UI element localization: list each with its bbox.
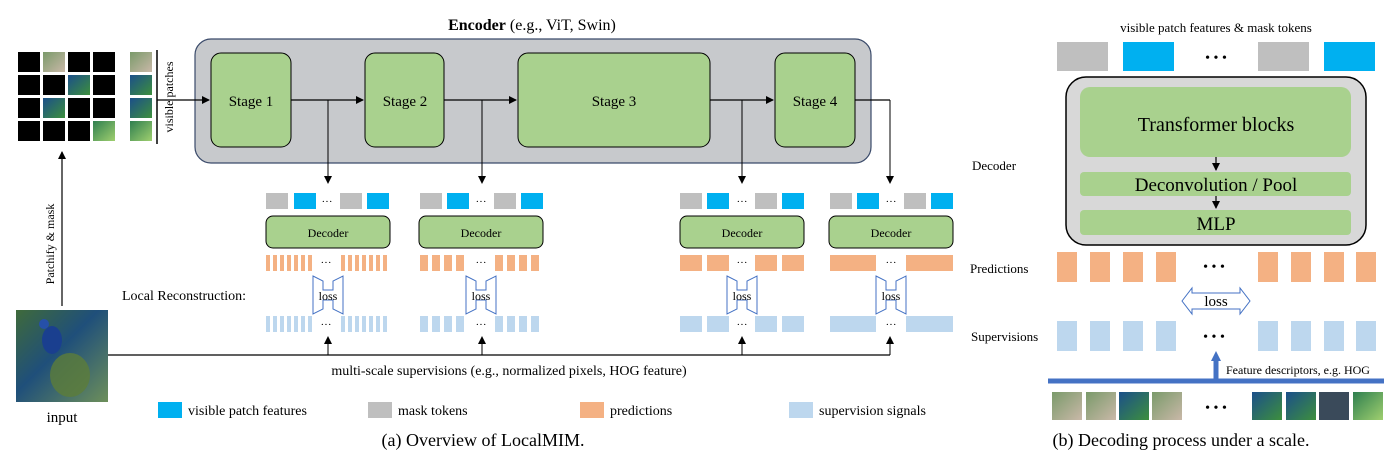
svg-text:loss: loss bbox=[319, 289, 338, 303]
svg-text:loss: loss bbox=[472, 289, 491, 303]
svg-text:···: ··· bbox=[476, 257, 487, 269]
decoder-column-3: ··· Decoder ··· loss ··· bbox=[679, 193, 805, 332]
svg-text:Decoder: Decoder bbox=[461, 226, 502, 240]
image-patches-row: • • • bbox=[1052, 392, 1383, 420]
stage-4-label: Stage 4 bbox=[793, 94, 838, 110]
deconvolution-pool bbox=[1080, 172, 1351, 196]
svg-text:predictions: predictions bbox=[610, 404, 672, 419]
stage-1-label: Stage 1 bbox=[229, 94, 274, 110]
supervision-caption: multi-scale supervisions (e.g., normaliz… bbox=[331, 364, 687, 379]
svg-text:Decoder: Decoder bbox=[871, 226, 912, 240]
svg-text:···: ··· bbox=[322, 196, 333, 208]
svg-text:···: ··· bbox=[476, 319, 487, 331]
svg-text:···: ··· bbox=[321, 319, 332, 331]
svg-text:···: ··· bbox=[886, 257, 897, 269]
svg-text:• • •: • • • bbox=[1205, 401, 1227, 416]
top-tokens-label: visible patch features & mask tokens bbox=[1120, 20, 1312, 35]
local-reconstruction-label: Local Reconstruction: bbox=[122, 289, 246, 304]
svg-text:···: ··· bbox=[737, 319, 748, 331]
svg-text:···: ··· bbox=[886, 196, 897, 208]
decoder-box-2 bbox=[418, 215, 544, 249]
supervisions-side-label: Supervisions bbox=[971, 329, 1038, 344]
masked-image-grid bbox=[18, 52, 115, 141]
loss-double-arrow bbox=[1181, 286, 1251, 316]
svg-text:supervision signals: supervision signals bbox=[819, 404, 926, 419]
encoder-title: Encoder (e.g., ViT, Swin) bbox=[448, 17, 616, 34]
decoder-box-3 bbox=[679, 215, 805, 249]
mlp-block bbox=[1080, 210, 1351, 235]
caption-a: (a) Overview of LocalMIM. bbox=[382, 430, 585, 451]
svg-text:visible patch features: visible patch features bbox=[188, 404, 307, 419]
svg-text:loss: loss bbox=[733, 289, 752, 303]
legend: visible patch features mask tokens predi… bbox=[158, 402, 926, 419]
feature-descriptor-label: Feature descriptors, e.g. HOG bbox=[1226, 363, 1370, 377]
svg-text:• • •: • • • bbox=[1203, 260, 1225, 275]
svg-text:Decoder: Decoder bbox=[308, 226, 349, 240]
svg-text:Decoder: Decoder bbox=[722, 226, 763, 240]
svg-text:Transformer blocks: Transformer blocks bbox=[1138, 114, 1295, 136]
svg-text:mask tokens: mask tokens bbox=[398, 404, 468, 419]
svg-text:···: ··· bbox=[321, 257, 332, 269]
stage-2-label: Stage 2 bbox=[383, 94, 428, 110]
predictions-side-label: Predictions bbox=[970, 261, 1029, 276]
stage-3-label: Stage 3 bbox=[592, 94, 637, 110]
input-image bbox=[16, 310, 108, 402]
visible-patches-label: visible patches bbox=[162, 61, 176, 132]
decoder-box-4 bbox=[828, 215, 954, 249]
svg-text:loss: loss bbox=[1204, 294, 1228, 310]
decoder-box-1 bbox=[265, 215, 391, 249]
decoder-column-1: ··· Decoder ··· loss ··· bbox=[265, 193, 391, 332]
decoder-column-4: ··· Decoder ··· loss ··· bbox=[828, 193, 954, 332]
svg-text:• • •: • • • bbox=[1203, 330, 1225, 345]
patchify-label: Patchify & mask bbox=[43, 204, 57, 285]
input-label: input bbox=[47, 410, 79, 426]
overview-panel: visible patches input Patchify & mask En… bbox=[16, 17, 954, 451]
svg-text:···: ··· bbox=[737, 196, 748, 208]
transformer-blocks bbox=[1080, 87, 1351, 157]
svg-text:• • •: • • • bbox=[1205, 51, 1227, 66]
caption-b: (b) Decoding process under a scale. bbox=[1053, 430, 1310, 451]
visible-patches-column: visible patches bbox=[130, 50, 176, 144]
svg-text:···: ··· bbox=[886, 319, 897, 331]
decoder-side-label: Decoder bbox=[972, 158, 1017, 173]
svg-text:···: ··· bbox=[737, 257, 748, 269]
svg-text:loss: loss bbox=[882, 289, 901, 303]
svg-text:MLP: MLP bbox=[1196, 214, 1235, 235]
decoding-panel: visible patch features & mask tokens • •… bbox=[970, 20, 1384, 451]
svg-text:···: ··· bbox=[476, 196, 487, 208]
svg-text:Deconvolution / Pool: Deconvolution / Pool bbox=[1135, 175, 1298, 196]
decoder-column-2: ··· Decoder ··· loss ··· bbox=[418, 193, 544, 332]
